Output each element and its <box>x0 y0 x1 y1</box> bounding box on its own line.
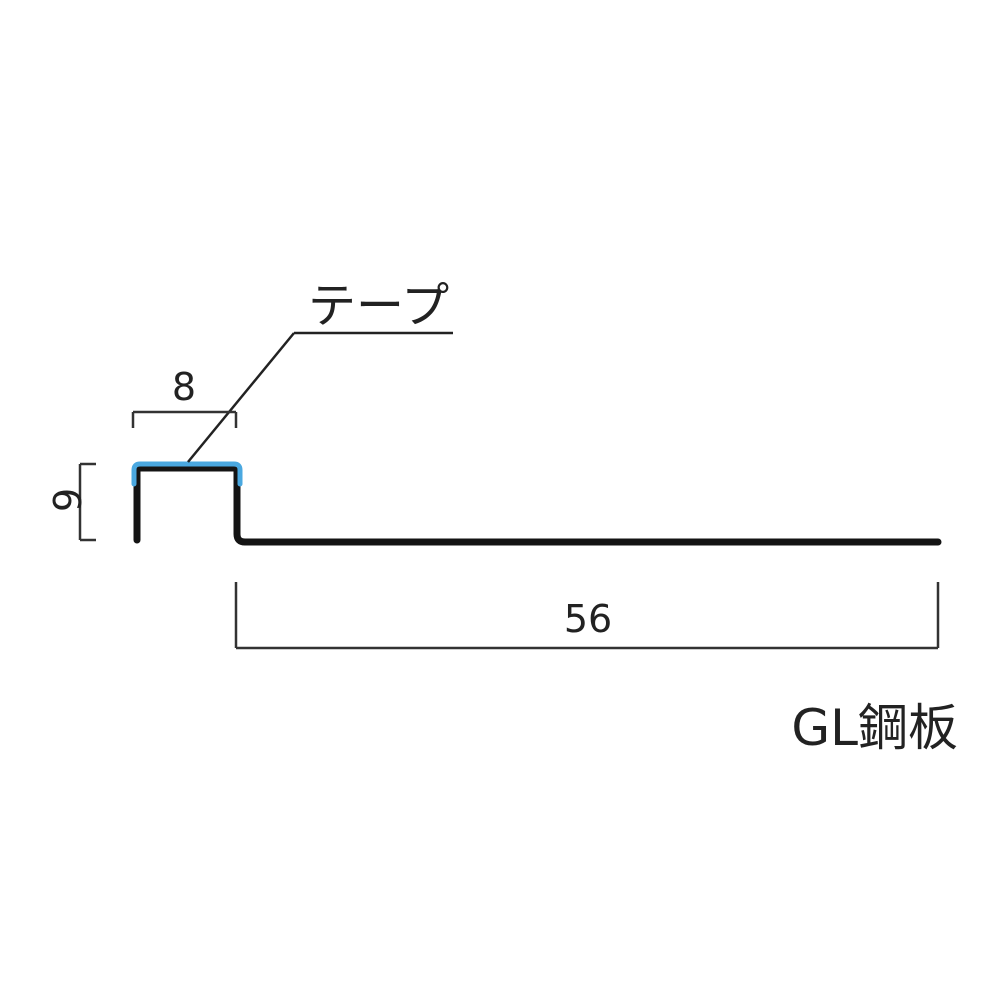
width-dimension <box>131 410 238 428</box>
tape-leader <box>187 331 453 463</box>
height-dimension <box>78 462 96 542</box>
steel-profile <box>133 464 942 546</box>
material-label: GL鋼板 <box>791 699 958 757</box>
tape-label: テープ <box>308 278 449 334</box>
height-label: 6 <box>44 488 88 512</box>
tape-strip <box>131 461 243 487</box>
length-label: 56 <box>564 597 612 641</box>
width-label: 8 <box>172 365 196 409</box>
length-dimension <box>234 582 940 650</box>
